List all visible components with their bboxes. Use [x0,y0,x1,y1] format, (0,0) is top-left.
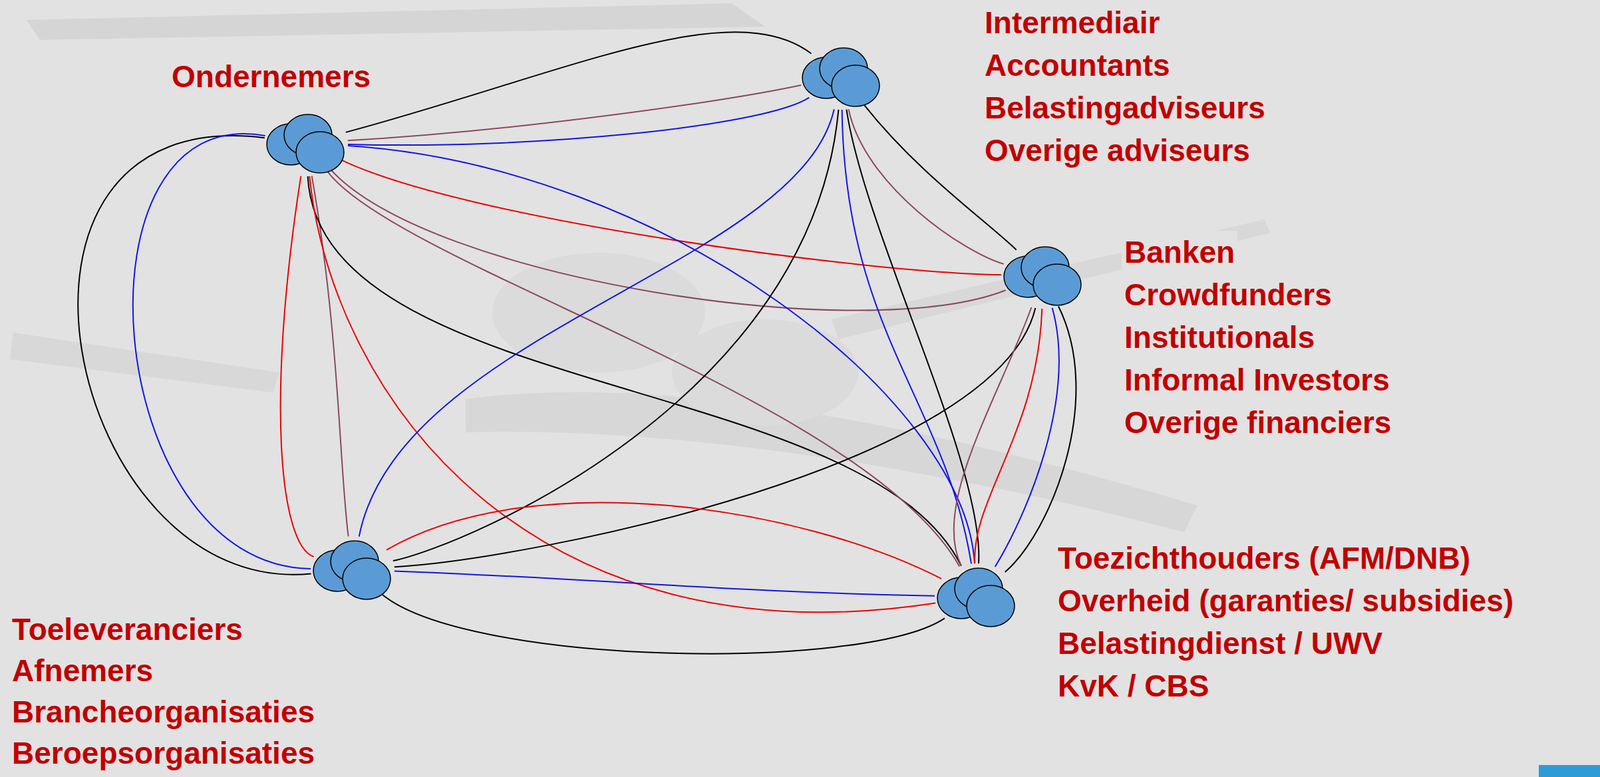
node-label: Overige financiers [1121,401,1394,444]
node-label: Crowdfunders [1121,273,1335,317]
node-label: Intermediair [981,1,1163,44]
node-label: Afnemers [9,649,156,692]
connector-curve [954,307,1032,567]
node-label-block: IntermediairAccountantsBelastingadviseur… [984,1,1269,172]
node-label: Brancheorganisaties [9,691,318,733]
node-label-block: Toezichthouders (AFM/DNB)Overheid (garan… [1057,536,1517,708]
connector-curve [77,135,311,575]
node-label: Ondernemers [168,55,374,98]
node-label-block: Ondernemers [171,55,374,98]
connector-curve [327,171,960,567]
circle-cluster [264,109,348,177]
node-cluster: BankenCrowdfundersInstitutionalsInformal… [1001,242,1086,309]
node-label-block: ToeleveranciersAfnemersBrancheorganisati… [11,608,318,774]
connector-curve [133,133,311,569]
node-circle [831,65,880,107]
node-circle [296,131,344,173]
boat-hull [26,3,766,40]
circle-cluster [934,563,1019,631]
node-label-block: BankenCrowdfundersInstitutionalsInformal… [1124,230,1394,444]
connector-curve [280,176,315,557]
connector-curve [359,109,835,537]
connector-curve [394,570,935,596]
node-label: Banken [1121,230,1238,274]
connector-curve [995,308,1060,567]
node-cluster: Ondernemers [264,109,348,177]
rower-figure [492,252,706,373]
connector-curve [345,31,812,133]
node-cluster: IntermediairAccountantsBelastingadviseur… [799,43,884,110]
connector-curve [848,109,1004,265]
connector-curve [386,502,942,579]
node-label: Belastingdienst / UWV [1055,622,1386,665]
node-circle [342,558,391,600]
connector-curve [330,169,1006,311]
node-label: Institutionals [1121,316,1318,359]
node-label: Beroepsorganisaties [9,732,318,774]
connector-curve [309,176,936,613]
connector-curve [308,176,962,567]
connector-curve [347,97,809,146]
connector-curve [846,109,979,564]
rower-figure [671,319,859,426]
connector-curve [312,176,349,537]
node-label: Informal Investors [1121,358,1393,402]
node-cluster: Toezichthouders (AFM/DNB)Overheid (garan… [934,563,1019,631]
node-cluster: ToeleveranciersAfnemersBrancheorganisati… [310,536,395,603]
rowing-boat-silhouette [9,3,1271,533]
connector-curve [341,160,1002,275]
node-label: Accountants [981,43,1173,87]
node-label: Toeleveranciers [9,608,246,650]
node-circle [966,585,1015,627]
connector-curve [393,109,839,561]
circle-cluster [1001,242,1086,309]
logo-bar [1538,765,1600,777]
connector-curve [381,594,945,654]
connector-curve [842,109,972,564]
boat-hull [465,392,1198,533]
node-label: Toezichthouders (AFM/DNB) [1055,536,1473,580]
connector-curve [974,308,1042,564]
node-label: Overheid (garanties/ subsidies) [1055,579,1517,623]
circle-cluster [310,536,395,603]
node-label: Belastingadviseurs [981,86,1269,130]
node-label: Overige adviseurs [981,129,1253,172]
oar [9,332,280,393]
node-circle [1033,264,1082,306]
connector-curve [347,85,801,141]
connector-curve [394,308,1036,567]
node-label: KvK / CBS [1055,664,1212,708]
circle-cluster [799,43,884,110]
